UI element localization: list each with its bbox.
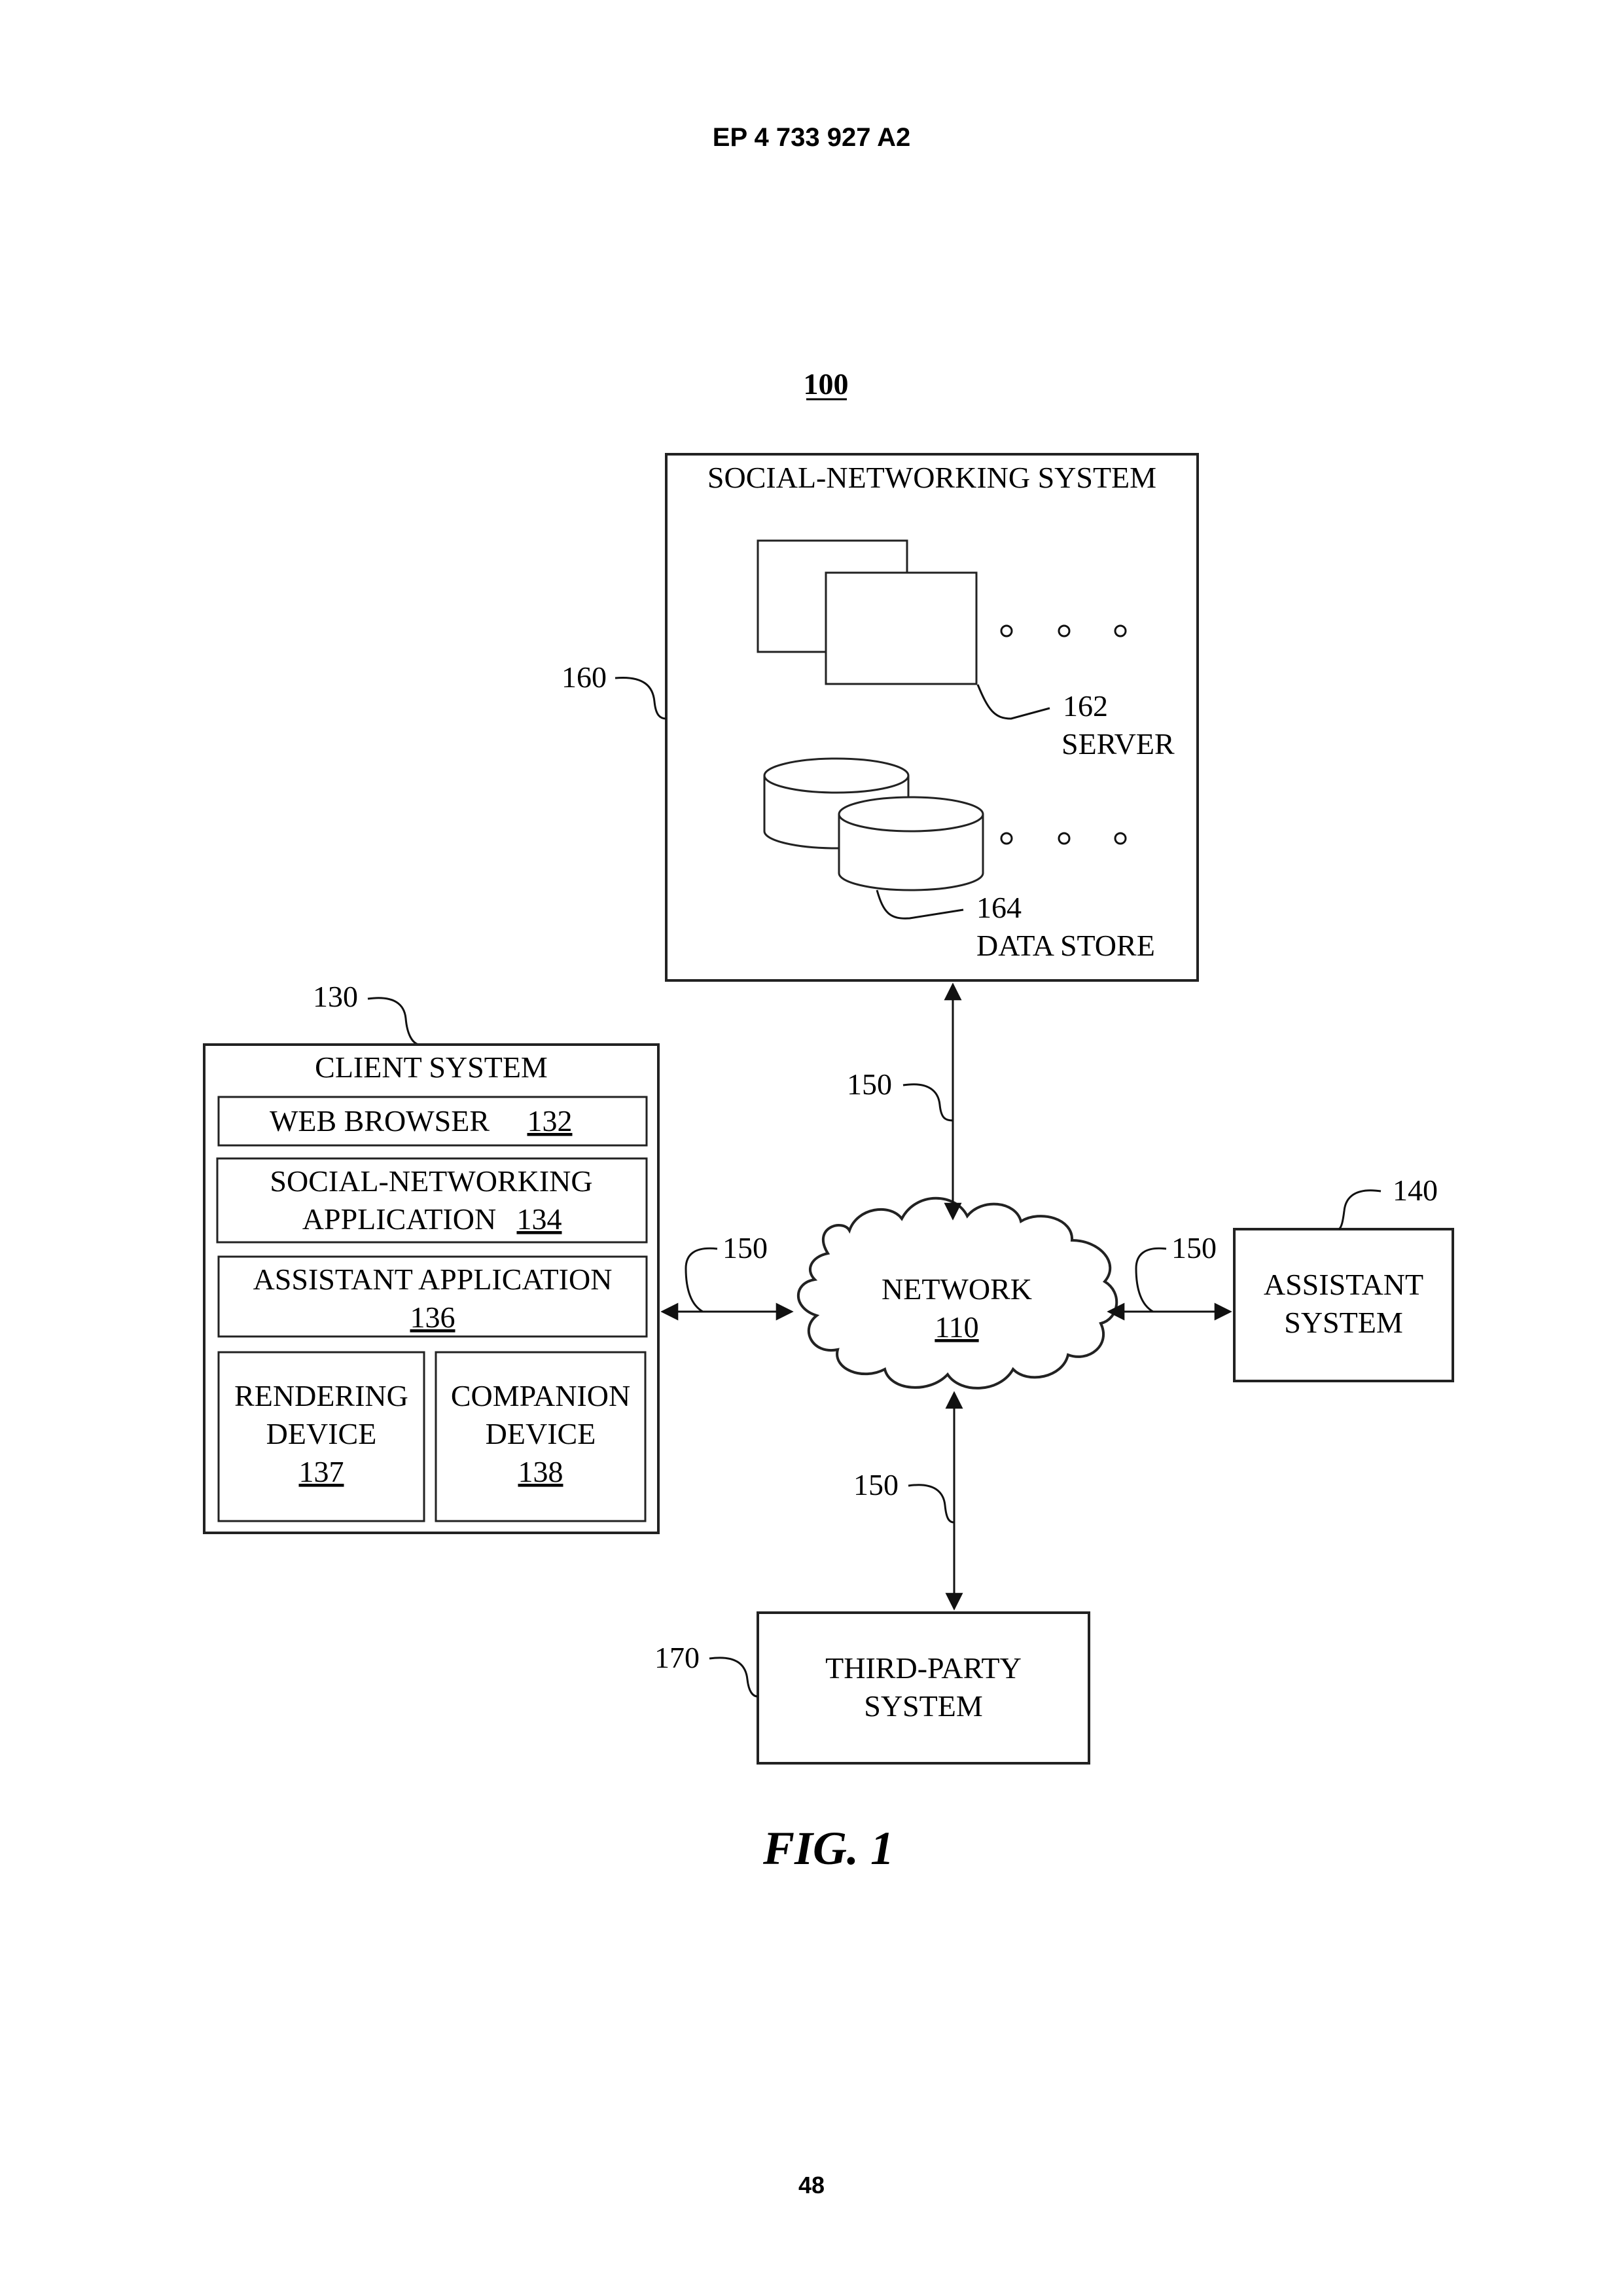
- link-leader-line: [1136, 1248, 1166, 1312]
- network-ref: 110: [935, 1310, 978, 1344]
- third-party-system-ref: 170: [654, 1641, 700, 1674]
- link-ref: 150: [1171, 1231, 1217, 1265]
- companion-device-label-line1: COMPANION: [451, 1379, 630, 1412]
- link-leader-line: [903, 1085, 953, 1121]
- assistant-system-leader-line: [1339, 1191, 1381, 1229]
- figure-ref-number: 100: [804, 367, 849, 401]
- server-ref: 162: [1063, 689, 1108, 723]
- link-ref: 150: [722, 1231, 768, 1265]
- third-party-system-box: [758, 1613, 1089, 1763]
- network: NETWORK 110: [798, 1198, 1116, 1388]
- rendering-device-label-line2: DEVICE: [266, 1417, 377, 1450]
- link-leader-line: [908, 1485, 954, 1522]
- ellipsis-dot-icon: [1059, 626, 1069, 636]
- rendering-device-ref: 137: [299, 1455, 344, 1488]
- assistant-app-label: ASSISTANT APPLICATION: [253, 1263, 613, 1296]
- server-front-icon: [826, 573, 976, 684]
- third-party-system-label-line1: THIRD-PARTY: [825, 1651, 1022, 1685]
- data-store-label: DATA STORE: [976, 929, 1155, 962]
- social-networking-system-title: SOCIAL-NETWORKING SYSTEM: [707, 461, 1156, 494]
- assistant-system-ref: 140: [1393, 1174, 1438, 1207]
- third-party-system-label-line2: SYSTEM: [864, 1689, 982, 1723]
- third-party-system: THIRD-PARTY SYSTEM: [758, 1613, 1089, 1763]
- social-networking-system-box: [666, 454, 1198, 980]
- data-store-ref: 164: [976, 891, 1022, 924]
- companion-device-ref: 138: [518, 1455, 563, 1488]
- link-ref: 150: [847, 1067, 892, 1101]
- client-system: CLIENT SYSTEM WEB BROWSER 132 SOCIAL-NET…: [204, 1045, 658, 1533]
- client-system-leader-line: [368, 998, 419, 1045]
- figure-ref: 100: [804, 367, 849, 401]
- social-networking-app-label-line1: SOCIAL-NETWORKING: [270, 1164, 592, 1198]
- page-number: 48: [0, 2172, 1623, 2199]
- assistant-system: ASSISTANT SYSTEM: [1234, 1229, 1453, 1381]
- companion-device-label-line2: DEVICE: [486, 1417, 596, 1450]
- ellipsis-dot-icon: [1115, 626, 1126, 636]
- third-party-system-leader-line: [709, 1658, 758, 1696]
- social-networking-app-label-line2: APPLICATION: [302, 1202, 496, 1236]
- assistant-system-label-line2: SYSTEM: [1284, 1306, 1402, 1339]
- web-browser-label: WEB BROWSER: [270, 1104, 490, 1138]
- ellipsis-dot-icon: [1001, 626, 1012, 636]
- server-label: SERVER: [1061, 727, 1175, 761]
- social-networking-system: SOCIAL-NETWORKING SYSTEM 162 SERVER 164 …: [666, 454, 1198, 980]
- link-leader-line: [686, 1248, 717, 1312]
- rendering-device-label-line1: RENDERING: [234, 1379, 408, 1412]
- social-networking-system-leader-line: [615, 677, 666, 719]
- social-networking-app-ref: 134: [517, 1202, 562, 1236]
- assistant-app-ref: 136: [410, 1300, 455, 1334]
- link-ref: 150: [853, 1468, 899, 1501]
- web-browser-ref: 132: [527, 1104, 573, 1138]
- assistant-system-label-line1: ASSISTANT: [1264, 1268, 1423, 1301]
- client-system-title: CLIENT SYSTEM: [315, 1050, 548, 1084]
- assistant-system-box: [1234, 1229, 1453, 1381]
- ellipsis-dot-icon: [1059, 833, 1069, 844]
- ellipsis-dot-icon: [1115, 833, 1126, 844]
- data-store-front-icon: [839, 797, 983, 890]
- client-system-ref: 130: [313, 980, 358, 1013]
- figure-caption: FIG. 1: [762, 1822, 894, 1874]
- network-label: NETWORK: [882, 1272, 1032, 1306]
- ellipsis-dot-icon: [1001, 833, 1012, 844]
- social-networking-system-ref: 160: [562, 660, 607, 694]
